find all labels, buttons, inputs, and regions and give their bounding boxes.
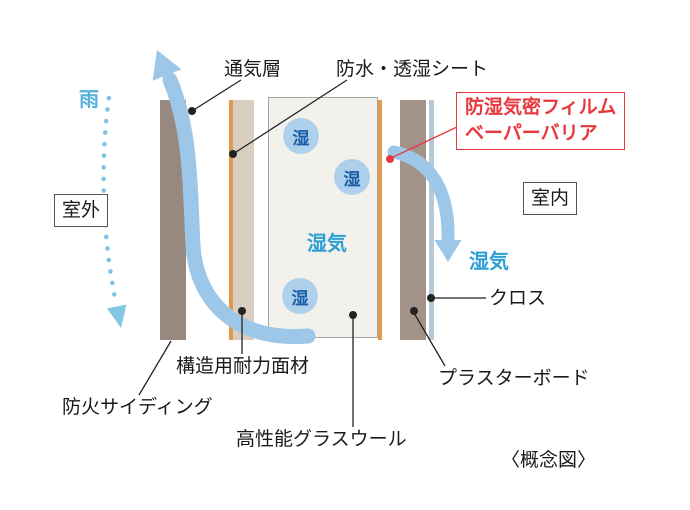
moisture-vapor-indoor-text: 湿気 bbox=[469, 251, 509, 273]
dot-waterproof-sheet bbox=[229, 150, 237, 158]
moisture-drop-text: 湿 bbox=[343, 169, 361, 189]
dot-structural-panel bbox=[238, 307, 246, 315]
moisture-drop-text: 湿 bbox=[291, 288, 309, 308]
label-fireproof-siding: 防火サイディング bbox=[62, 397, 213, 418]
airflow-arrow-body bbox=[162, 72, 316, 345]
label-rain: 雨 bbox=[79, 89, 99, 111]
rain-dotted-line bbox=[101, 95, 119, 306]
moisture-drop-circle: 湿 bbox=[283, 118, 319, 154]
airflow-arrow-head-icon bbox=[152, 50, 182, 81]
indoor-moisture-arrow-body bbox=[387, 145, 455, 245]
vapor-barrier-label-line1: 防湿気密フィルム bbox=[465, 97, 617, 118]
diagram-caption: 〈概念図〉 bbox=[501, 450, 597, 471]
outdoor-box: 室外 bbox=[54, 194, 108, 227]
moisture-drop-circle: 湿 bbox=[282, 278, 318, 314]
dot-glass-wool bbox=[349, 311, 357, 319]
label-waterproof-sheet: 防水・透湿シート bbox=[336, 59, 489, 80]
label-cloth: クロス bbox=[489, 288, 547, 309]
dot-vapor-barrier bbox=[386, 155, 394, 163]
vapor-barrier-layer bbox=[378, 100, 382, 340]
cloth-layer bbox=[429, 100, 434, 340]
indoor-moisture-arrow-head-icon bbox=[434, 240, 462, 262]
label-structural-panel: 構造用耐力面材 bbox=[176, 356, 310, 377]
leader-waterproof-sheet bbox=[232, 79, 348, 155]
moisture-drop-circle: 湿 bbox=[334, 159, 370, 195]
plasterboard-layer bbox=[400, 100, 426, 340]
label-plasterboard: プラスターボード bbox=[438, 368, 590, 389]
label-glass-wool: 高性能グラスウール bbox=[236, 429, 407, 450]
moisture-drop-text: 湿 bbox=[292, 128, 310, 148]
leader-vapor-barrier bbox=[390, 126, 458, 159]
leader-plasterboard bbox=[413, 312, 446, 367]
moisture-vapor-inner-text: 湿気 bbox=[307, 233, 347, 255]
rain-arrow-head-icon bbox=[107, 304, 127, 328]
dot-vent-layer bbox=[188, 107, 196, 115]
structural-panel-layer bbox=[233, 100, 254, 340]
dot-cloth bbox=[427, 294, 435, 302]
leader-siding bbox=[138, 340, 172, 396]
dot-plasterboard bbox=[410, 307, 418, 315]
vapor-barrier-label-box: 防湿気密フィルム ベーパーバリア bbox=[456, 92, 626, 150]
indoor-box: 室内 bbox=[523, 182, 577, 215]
label-vent-layer: 通気層 bbox=[224, 59, 282, 80]
waterproof-breathable-sheet-layer bbox=[229, 100, 233, 340]
leader-vent-layer bbox=[191, 79, 242, 112]
vapor-barrier-label-line2: ベーパーバリア bbox=[465, 123, 598, 144]
